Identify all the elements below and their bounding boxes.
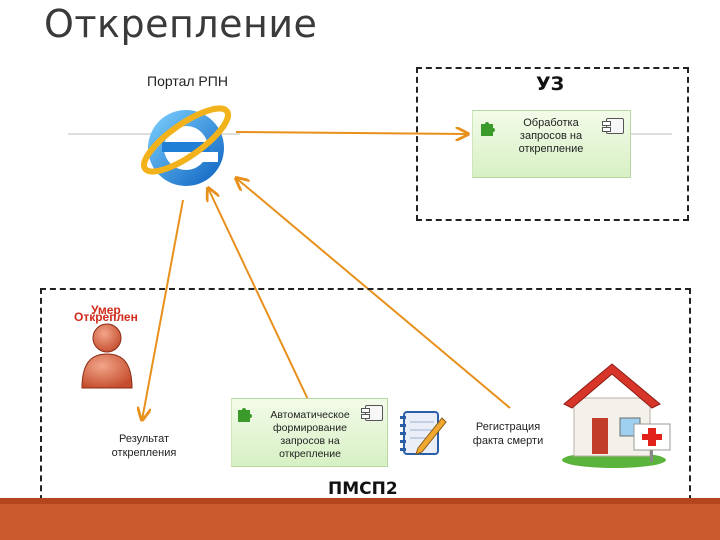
- uz-component-line: открепление: [518, 143, 584, 155]
- arrow-portal-to-uz: [235, 132, 468, 134]
- hospital-house-icon: [562, 363, 671, 468]
- notepad-pencil-icon: [400, 411, 447, 455]
- result-line: Результат: [118, 433, 170, 445]
- internet-explorer-icon: [141, 105, 231, 186]
- component-icon: [361, 405, 383, 421]
- arrow-portal-to-result: [142, 199, 184, 420]
- death-line: Регистрация: [475, 421, 541, 433]
- puzzle-icon: [481, 122, 495, 136]
- uz-component-line: запросов на: [519, 130, 583, 142]
- page-title: Открепление: [44, 2, 318, 46]
- component-icon: [602, 118, 624, 134]
- arrow-auto-to-portal: [208, 188, 313, 409]
- pmsp-title: ПМСП2: [328, 479, 398, 499]
- auto-component-line: запросов на: [280, 435, 340, 447]
- uz-title: УЗ: [536, 73, 565, 95]
- uz-component-line: Обработка: [523, 117, 579, 129]
- auto-component-line: открепление: [279, 448, 341, 460]
- status-died: Умер: [91, 303, 121, 317]
- arrow-death-to-portal: [236, 178, 511, 409]
- uz-processing-component: Обработка запросов на открепление: [472, 110, 631, 178]
- footer-bar: [0, 498, 720, 540]
- footer-bar-edge: [0, 498, 720, 504]
- person-icon: [81, 323, 133, 389]
- uz-zone: [416, 67, 689, 221]
- auto-component-line: формирование: [273, 422, 347, 434]
- auto-component-line: Автоматическое: [270, 409, 350, 421]
- status-detached: Откреплен: [74, 310, 138, 324]
- auto-request-component: Автоматическое формирование запросов на …: [231, 398, 388, 467]
- result-label: Результат открепления: [106, 432, 182, 460]
- death-line: факта смерти: [472, 435, 544, 447]
- result-line: открепления: [111, 447, 177, 459]
- portal-label: Портал РПН: [147, 73, 228, 89]
- death-registration-label: Регистрация факта смерти: [462, 420, 554, 448]
- puzzle-icon: [238, 408, 252, 422]
